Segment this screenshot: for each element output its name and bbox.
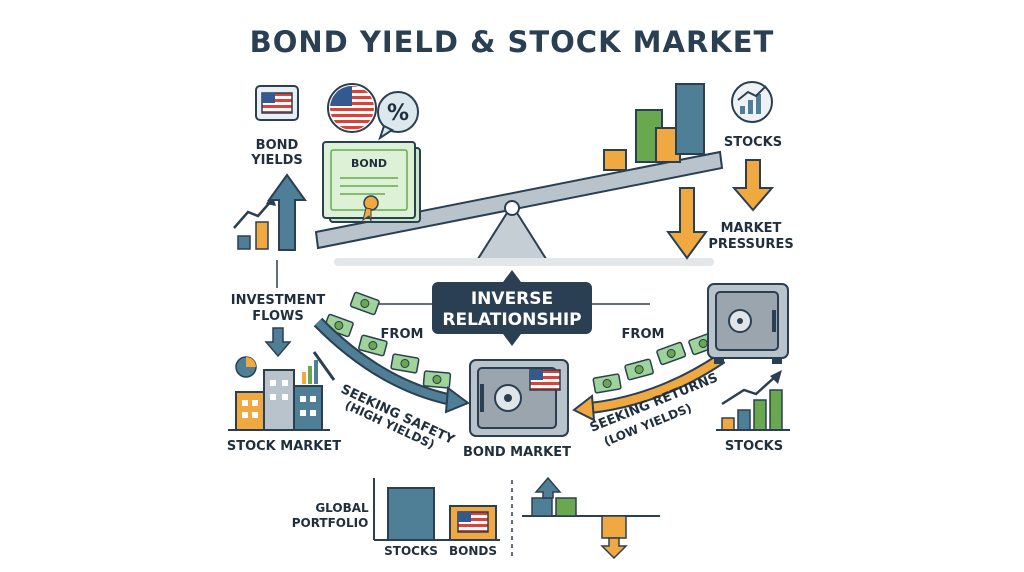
flow-to-bonds-arrow-icon — [313, 317, 471, 414]
bond-certificate-icon: BOND — [322, 141, 421, 223]
global-portfolio-label-1: GLOBAL — [315, 501, 369, 515]
shift-bars-icon — [522, 476, 660, 560]
portfolio-stocks-label: STOCKS — [384, 544, 438, 558]
bond-certificate-label: BOND — [351, 157, 387, 170]
stock-blocks-icon — [603, 83, 705, 171]
stocks-right-label: STOCKS — [725, 439, 783, 454]
inverse-label-1: INVERSE — [471, 289, 553, 309]
percent-symbol: % — [387, 101, 409, 126]
inverse-relationship-box: INVERSE RELATIONSHIP — [432, 282, 592, 334]
us-flag-icon — [327, 83, 377, 133]
inverse-label-2: RELATIONSHIP — [442, 310, 581, 330]
growth-chart-icon — [233, 194, 276, 250]
investment-flows-arrow-icon — [264, 327, 292, 358]
stock-market-label: STOCK MARKET — [227, 439, 341, 454]
from-right-label: FROM — [622, 327, 665, 342]
bond-yields-flag-icon — [255, 85, 299, 121]
up-arrow-icon — [267, 173, 307, 251]
page-title: BOND YIELD & STOCK MARKET — [250, 25, 775, 59]
flow-to-bonds-right-arrow-icon — [572, 353, 726, 422]
investment-flows-label-1: INVESTMENT — [231, 293, 326, 308]
building-icon — [228, 356, 330, 431]
from-left-label: FROM — [381, 327, 424, 342]
investment-flows-label-2: FLOWS — [252, 309, 303, 324]
bond-yields-label-1: BOND — [256, 138, 299, 153]
bond-market-label: BOND MARKET — [463, 445, 571, 460]
market-pressure-down-arrow-icon — [731, 159, 775, 212]
global-portfolio-label-2: PORTFOLIO — [292, 516, 369, 530]
market-pressures-label-2: PRESSURES — [708, 237, 793, 252]
stocks-chart-right-icon — [716, 370, 790, 431]
safe-icon — [469, 359, 569, 437]
percent-bubble-icon: % — [377, 91, 419, 141]
portfolio-bars-icon — [373, 478, 500, 541]
stocks-growth-icon — [731, 81, 773, 123]
portfolio-bonds-label: BONDS — [449, 544, 497, 558]
market-pressures-label-1: MARKET — [721, 221, 782, 236]
bond-yields-label-2: YIELDS — [250, 153, 303, 168]
safe-right-icon — [707, 283, 789, 364]
seesaw-icon — [314, 150, 724, 266]
down-arrow-icon — [666, 187, 708, 260]
stocks-top-label: STOCKS — [724, 135, 782, 150]
